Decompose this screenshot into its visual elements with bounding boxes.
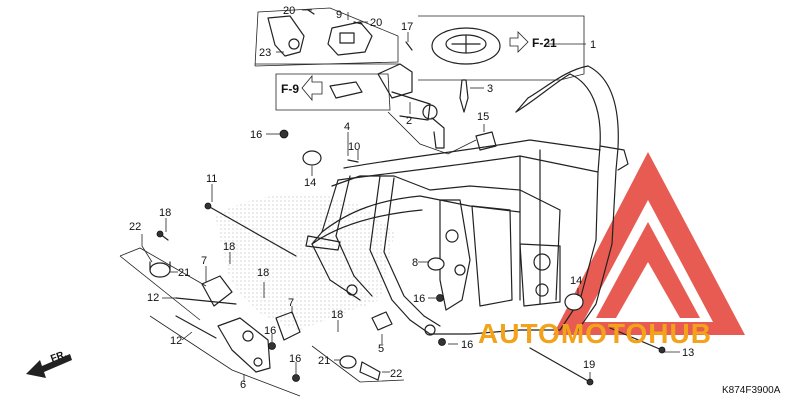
front-direction-arrow: FR.	[26, 349, 72, 378]
callout-16: 16	[461, 339, 473, 351]
callout-9: 9	[336, 9, 342, 21]
background-wing-logo	[215, 193, 395, 330]
callout-18: 18	[331, 309, 343, 321]
callout-18: 18	[257, 267, 269, 279]
main-frame-part	[305, 65, 629, 337]
callout-3: 3	[487, 83, 493, 95]
callout-19: 19	[583, 359, 595, 371]
callout-4: 4	[344, 121, 350, 133]
small-bolt-17-part	[405, 41, 413, 51]
bracket-7-part	[201, 275, 301, 341]
callout-16: 16	[250, 129, 262, 141]
callout-18: 18	[159, 207, 171, 219]
fuel-cap-box	[418, 15, 585, 81]
callout-5: 5	[378, 343, 384, 355]
f9-region-box	[275, 73, 391, 111]
direction-label: FR.	[49, 349, 68, 365]
automotohub-brand-text: AUTOMOTOHUB	[478, 318, 712, 349]
callout-13: 13	[682, 347, 694, 359]
callout-2: 2	[406, 115, 412, 127]
bracket-5-part	[371, 311, 393, 331]
f9-reference-arrow[interactable]: F-9	[281, 74, 323, 102]
callout-14: 14	[304, 177, 316, 189]
callout-7: 7	[201, 255, 207, 267]
bolt-13-part	[609, 327, 666, 354]
engine-hanger-6-part	[217, 317, 271, 373]
clip-15-part	[475, 131, 497, 151]
callout-20: 20	[370, 17, 382, 29]
collar-21-part	[149, 261, 171, 278]
nut-16-parts	[268, 129, 446, 382]
callout-1: 1	[590, 39, 596, 51]
bracket-23-part	[267, 15, 305, 57]
automotohub-watermark-logo	[553, 152, 745, 335]
callout-16: 16	[413, 293, 425, 305]
bolt-19-part	[529, 347, 594, 386]
f9-reference-label: F-9	[281, 82, 299, 96]
plate-22b-part	[359, 361, 381, 381]
callout-22: 22	[390, 368, 402, 380]
bolt-20-part	[307, 9, 363, 25]
callout-20: 20	[283, 5, 295, 17]
callout-12: 12	[147, 292, 159, 304]
callout-12: 12	[170, 335, 182, 347]
callout-18: 18	[223, 241, 235, 253]
callout-14: 14	[570, 275, 582, 287]
diagram-code: K874F3900A	[722, 385, 781, 396]
ignition-switch-part	[377, 63, 469, 149]
callout-8: 8	[412, 257, 418, 269]
long-bolt-11-part	[204, 202, 297, 257]
collar-8-part	[427, 257, 445, 271]
bolt-12-part	[175, 297, 237, 339]
callout-21: 21	[318, 355, 330, 367]
callout-10: 10	[348, 141, 360, 153]
callout-22: 22	[129, 221, 141, 233]
collar-21b-part	[339, 355, 357, 369]
callout-numbers: 20 20 9 23 17 1 3 2 4 10 16 14 15 11 18 …	[129, 5, 694, 391]
callout-21: 21	[178, 267, 190, 279]
callout-17: 17	[401, 21, 413, 33]
f21-reference-label: F-21	[532, 36, 557, 50]
callout-23: 23	[259, 47, 271, 59]
callout-15: 15	[477, 111, 489, 123]
grommet-14-part	[302, 150, 584, 311]
callout-7: 7	[288, 297, 294, 309]
callout-16: 16	[289, 353, 301, 365]
callout-16: 16	[264, 325, 276, 337]
automotohub-brand: AUTOMOTOHUB	[478, 318, 712, 349]
bolt-18-part	[156, 230, 169, 241]
leader-lines	[119, 9, 680, 397]
callout-11: 11	[206, 173, 217, 185]
lock-bracket-9-part	[327, 21, 373, 56]
callout-6: 6	[240, 379, 246, 391]
bolt-10-part	[347, 159, 359, 163]
f21-reference-arrow[interactable]: F-21	[509, 31, 557, 53]
